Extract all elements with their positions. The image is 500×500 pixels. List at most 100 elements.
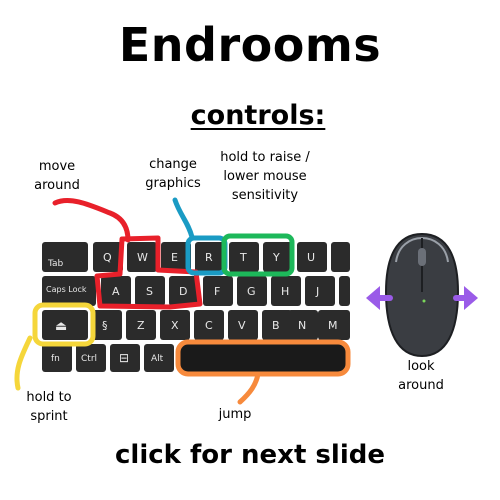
sprint-annotation-line: hold to (26, 390, 72, 405)
key-r-label: R (205, 251, 213, 264)
key-e (161, 242, 191, 272)
key-x (160, 310, 190, 340)
graphics-annotation: change graphics (134, 155, 212, 193)
graphics-pointer (172, 197, 195, 240)
key-q (93, 242, 123, 272)
key-e-label: E (171, 251, 178, 264)
key-u-label: U (307, 251, 315, 264)
look-annotation-line: around (398, 378, 444, 393)
key-q-label: Q (103, 251, 112, 264)
sprint-pointer (14, 335, 33, 391)
arrow-right-icon (453, 286, 478, 310)
key-caps-lock-label: Caps Lock (46, 285, 87, 294)
key-t (229, 242, 259, 272)
key-fn-label: fn (51, 354, 60, 364)
key-partial-2 (339, 276, 350, 306)
key-y (263, 242, 293, 272)
key-j-label: J (315, 285, 319, 298)
key-z (126, 310, 156, 340)
key-a-label: A (112, 285, 120, 298)
key-g (237, 276, 267, 306)
key-b-label: B (272, 319, 280, 332)
key-n (288, 310, 318, 340)
key-a (101, 276, 131, 306)
jump-annotation-line: jump (218, 407, 252, 422)
key-tab-label: Tab (47, 259, 64, 269)
key-m-label: M (328, 319, 338, 332)
key-f (203, 276, 233, 306)
key-fn (42, 344, 72, 372)
highlight-outlines (14, 197, 351, 405)
key-v (228, 310, 258, 340)
key-alt-label: Alt (151, 354, 164, 364)
key-d-label: D (179, 285, 187, 298)
key-r (195, 242, 225, 272)
sprint-annotation: hold to sprint (14, 388, 84, 426)
key-tab (42, 242, 88, 272)
key-alt (144, 344, 174, 372)
key-j (305, 276, 335, 306)
key-h-label: H (281, 285, 289, 298)
mouse-icon (384, 232, 460, 358)
jump-pointer (237, 371, 261, 405)
sensitivity-annotation-line: lower mouse (223, 169, 307, 184)
jump-annotation: jump (210, 405, 260, 424)
next-slide-prompt[interactable]: click for next slide (115, 440, 385, 470)
key-z-label: Z (137, 319, 145, 332)
sensitivity-highlight (221, 233, 295, 277)
sprint-annotation-line: sprint (30, 409, 68, 424)
graphics-annotation-line: change (149, 157, 197, 172)
key-n-label: N (298, 319, 306, 332)
move-annotation: move around (22, 157, 92, 195)
sensitivity-annotation-line: sensitivity (231, 188, 299, 203)
key-m (318, 310, 350, 340)
key-ctrl (76, 344, 106, 372)
key-eject (42, 310, 88, 340)
key-menu (110, 344, 140, 372)
move-pointer (52, 197, 131, 243)
keyboard-row-2: Caps Lock A S D F G H J (42, 276, 350, 306)
key-d (169, 276, 199, 306)
key-c-label: C (205, 319, 213, 332)
mouse-led (422, 299, 426, 303)
keyboard-row-1: Tab Q W E R T Y U (42, 242, 350, 272)
eject-icon: ⏏ (55, 319, 67, 334)
key-u (297, 242, 327, 272)
controls-heading: controls: (190, 100, 326, 131)
look-annotation-line: look (407, 359, 435, 374)
sprint-highlight (32, 302, 96, 347)
key-caps-lock (42, 276, 96, 306)
mouse-wheel (418, 248, 426, 266)
keyboard-row-4: fn Ctrl ⊟ Alt (42, 344, 348, 372)
key-c (194, 310, 224, 340)
key-y-label: Y (272, 251, 280, 264)
key-s-label: S (146, 285, 153, 298)
arrow-left-icon (366, 286, 393, 310)
sensitivity-annotation: hold to raise / lower mouse sensitivity (205, 148, 325, 205)
key-section-label: § (102, 319, 108, 332)
graphics-annotation-line: graphics (145, 176, 201, 191)
key-t-label: T (239, 251, 247, 264)
menu-key-icon: ⊟ (119, 351, 129, 365)
move-annotation-line: around (34, 178, 80, 193)
key-space (180, 344, 348, 372)
key-w (127, 242, 157, 272)
move-annotation-line: move (38, 159, 76, 174)
key-section (92, 310, 122, 340)
move-highlight (94, 235, 203, 310)
key-x-label: X (171, 319, 179, 332)
mouse-body (384, 232, 460, 358)
key-partial-1 (331, 242, 350, 272)
sensitivity-annotation-line: hold to raise / (220, 150, 310, 165)
jump-highlight (175, 339, 351, 377)
key-s (135, 276, 165, 306)
key-b (262, 310, 292, 340)
look-annotation: look around (386, 357, 456, 395)
key-ctrl-label: Ctrl (81, 354, 97, 364)
key-g-label: G (247, 285, 256, 298)
game-title: Endrooms (118, 18, 382, 72)
key-v-label: V (238, 319, 246, 332)
key-f-label: F (214, 285, 220, 298)
key-w-label: W (137, 251, 148, 264)
